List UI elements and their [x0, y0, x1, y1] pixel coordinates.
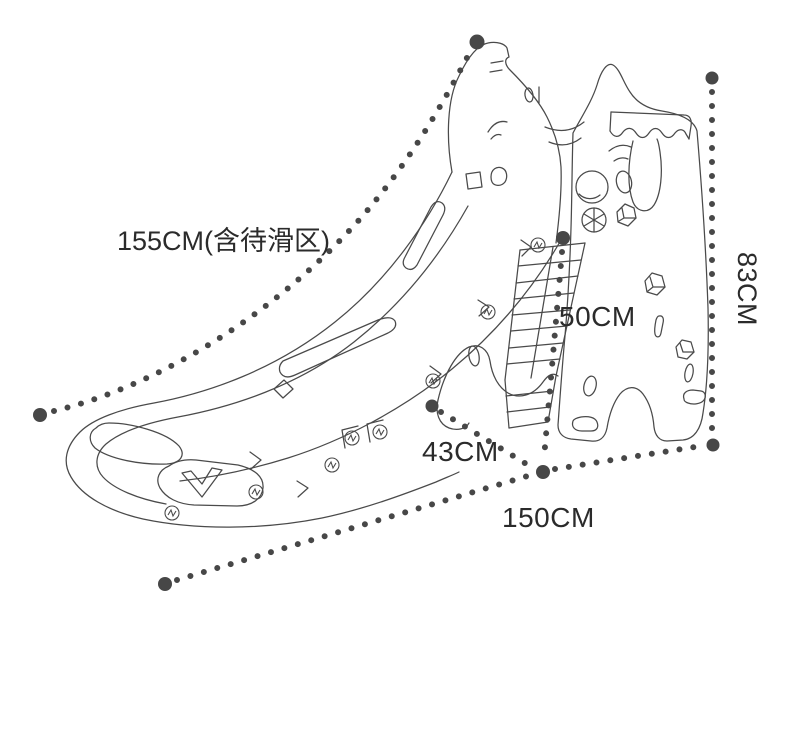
- mid-slot: [278, 317, 397, 378]
- base-corner-dotted-line: [552, 443, 704, 472]
- gem-3: [675, 339, 695, 360]
- dimension-label-base-length: 150CM: [502, 502, 595, 533]
- base-width-dotted-line: [438, 409, 536, 471]
- base-length-dotted-line: [174, 472, 534, 583]
- diamond-hole: [273, 379, 294, 399]
- dimension-lines: [33, 34, 720, 591]
- slide-surface: [65, 171, 562, 528]
- rear-panel: [557, 63, 709, 442]
- dimension-label-slide-length: 155CM(含待滑区): [117, 226, 331, 256]
- chevron-arrow-icon: [181, 467, 223, 498]
- square-hole: [465, 171, 483, 190]
- ladder: [504, 121, 586, 429]
- pentagon-hole: [490, 166, 508, 186]
- dimension-label-base-width: 43CM: [422, 436, 499, 467]
- dimension-label-ladder-height: 50CM: [559, 301, 636, 332]
- gem-1: [616, 203, 637, 227]
- front-panel: [436, 41, 562, 430]
- upper-slot: [402, 201, 446, 271]
- screws: [164, 237, 546, 521]
- chevron-panel: [157, 459, 264, 507]
- dimension-label-overall-height: 83CM: [732, 252, 762, 327]
- nose-slot: [89, 422, 183, 465]
- gem-2: [644, 272, 666, 296]
- slide-length-dotted-line: [51, 49, 473, 414]
